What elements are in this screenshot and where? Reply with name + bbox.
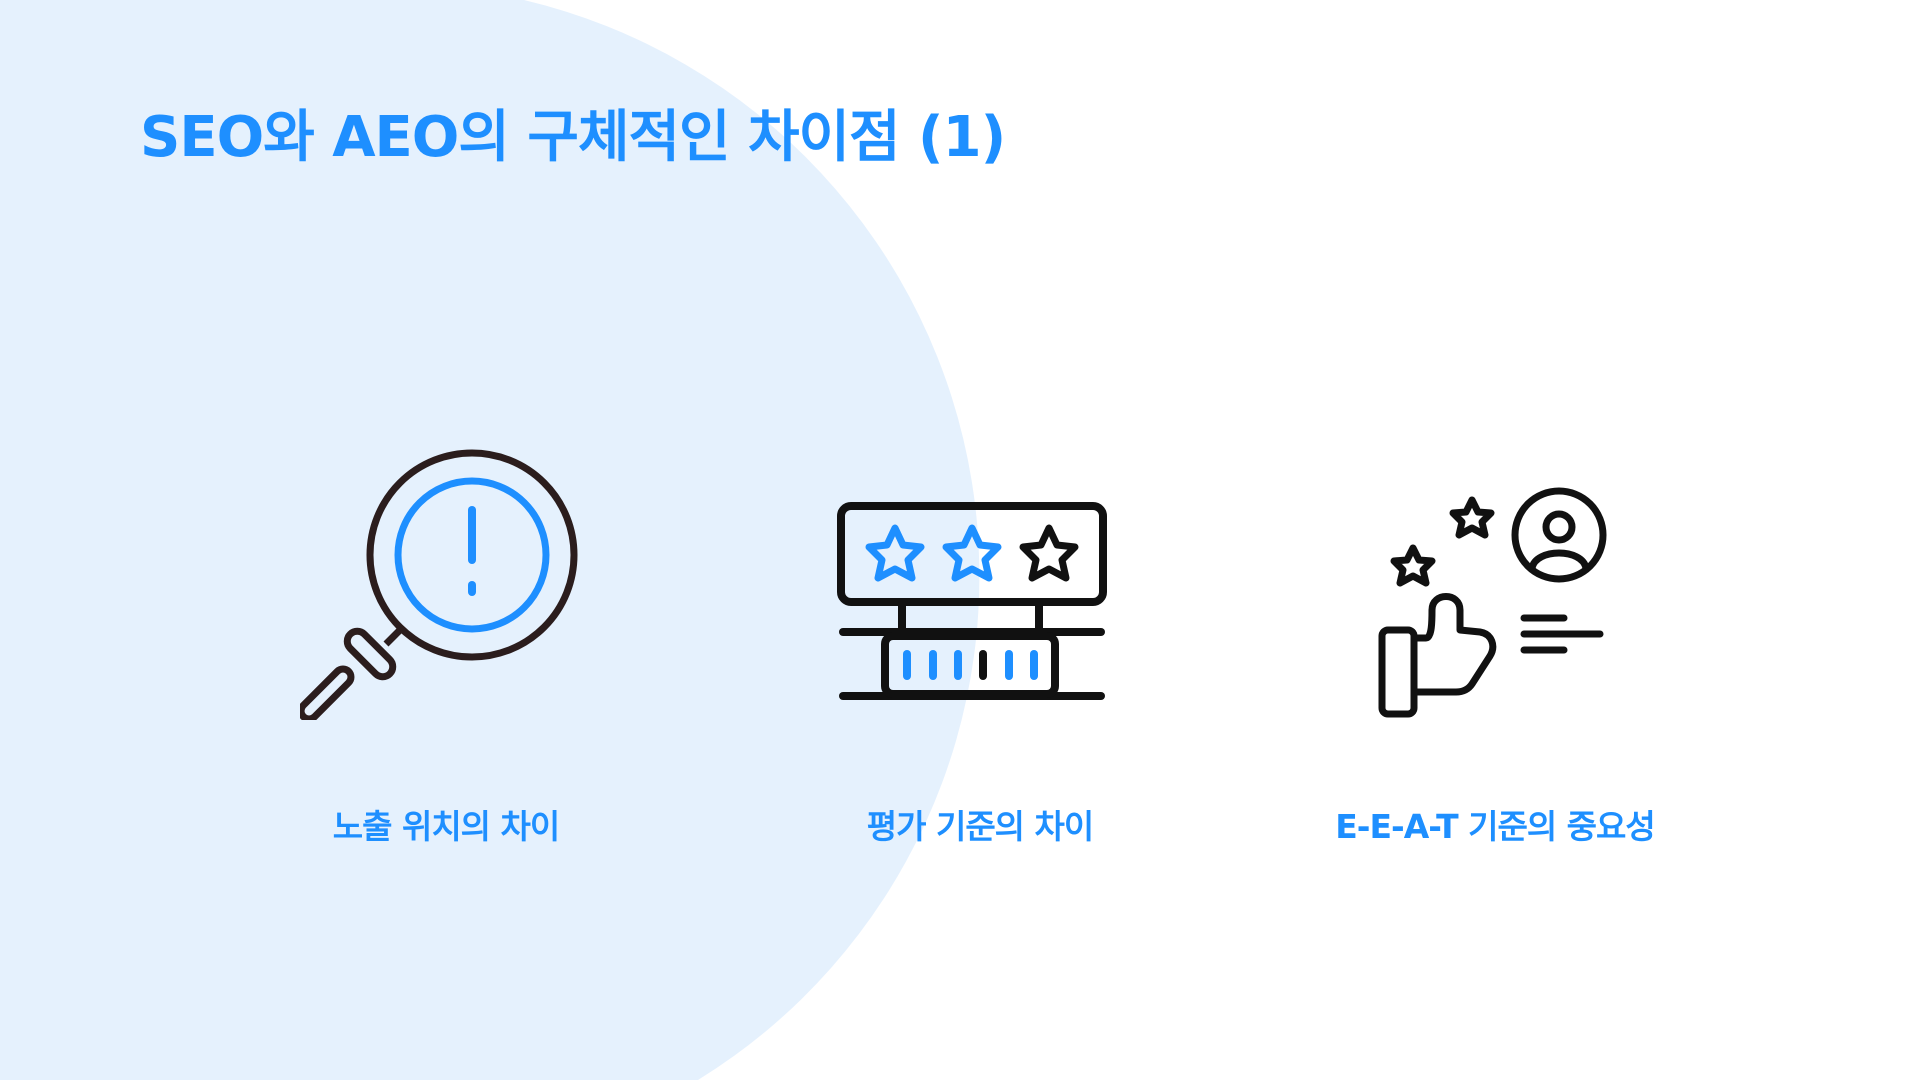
thumbs-up-review-icon	[1360, 470, 1650, 760]
item-label-evaluation-criteria: 평가 기준의 차이	[866, 807, 1095, 846]
item-label-exposure-position: 노출 위치의 차이	[332, 807, 561, 846]
page-title: SEO와 AEO의 구체적인 차이점 (1)	[140, 105, 1006, 170]
magnifier-exclamation-icon	[297, 430, 590, 723]
star-rating-board-icon	[825, 450, 1115, 740]
item-label-eeat-importance: E-E-A-T 기준의 중요성	[1335, 807, 1656, 846]
